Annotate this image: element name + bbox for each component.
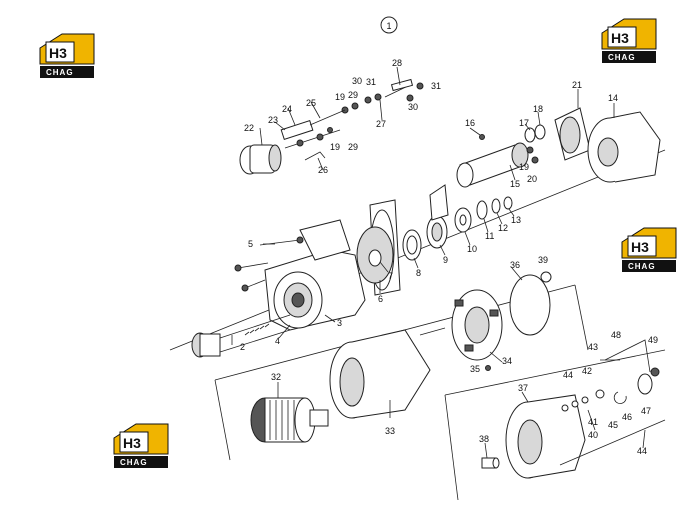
callout-28: 28 <box>392 58 402 68</box>
part-8-ring <box>402 229 422 261</box>
callout-16: 16 <box>465 118 475 128</box>
callout-10: 10 <box>467 244 477 254</box>
callout-44b: 44 <box>637 446 647 456</box>
callout-30b: 30 <box>408 102 418 112</box>
callout-36: 36 <box>510 260 520 270</box>
callout-18: 18 <box>533 104 543 114</box>
callout-21: 21 <box>572 80 582 90</box>
callout-44a: 44 <box>563 370 573 380</box>
callout-23: 23 <box>268 115 278 125</box>
brand-logo-bottom-left: H3 CHAG <box>112 422 170 470</box>
callout-22: 22 <box>244 123 254 133</box>
part-3-housing <box>264 219 366 331</box>
part-21-bracket <box>554 107 591 161</box>
part-14-end-cap <box>587 111 661 183</box>
brand-logo-top-right: H3 CHAG <box>600 17 658 65</box>
part-33-stator <box>329 329 431 419</box>
part-32-armature <box>250 397 329 443</box>
callout-38: 38 <box>479 434 489 444</box>
callout-29a: 29 <box>348 90 358 100</box>
callout-19c: 19 <box>330 142 340 152</box>
callout-26: 26 <box>318 165 328 175</box>
callout-40: 40 <box>588 430 598 440</box>
svg-text:CHAG: CHAG <box>628 262 656 271</box>
callout-39: 39 <box>538 255 548 265</box>
svg-text:H3: H3 <box>49 45 67 61</box>
callout-30a: 30 <box>352 76 362 86</box>
callout-43: 43 <box>588 342 598 352</box>
callout-47: 47 <box>641 406 651 416</box>
callout-2: 2 <box>240 342 245 352</box>
callout-48: 48 <box>611 330 621 340</box>
part-23-25-terminals <box>280 102 359 161</box>
callout-27: 27 <box>376 119 386 129</box>
callout-19b: 19 <box>519 162 529 172</box>
brand-logo-mid-right: H3 CHAG <box>620 226 678 274</box>
callout-3: 3 <box>337 318 342 328</box>
callout-31b: 31 <box>431 81 441 91</box>
figure-number: 1 <box>386 21 391 31</box>
callout-14: 14 <box>608 93 618 103</box>
leader-lines <box>231 66 646 459</box>
callout-45: 45 <box>608 420 618 430</box>
callout-4: 4 <box>275 336 280 346</box>
callout-29b: 29 <box>348 142 358 152</box>
part-10-washer <box>454 207 472 233</box>
part-2-pinion <box>191 314 291 358</box>
callout-49: 49 <box>648 335 658 345</box>
callout-37: 37 <box>518 383 528 393</box>
svg-text:H3: H3 <box>123 435 141 451</box>
callout-9: 9 <box>443 255 448 265</box>
callout-41: 41 <box>588 417 598 427</box>
svg-text:CHAG: CHAG <box>46 68 74 77</box>
callout-19a: 19 <box>335 92 345 102</box>
callout-6: 6 <box>378 294 383 304</box>
callout-25: 25 <box>306 98 316 108</box>
part-36-seal-ring <box>509 274 551 336</box>
callout-35: 35 <box>470 364 480 374</box>
callout-7: 7 <box>388 271 393 281</box>
part-15-solenoid <box>456 142 529 188</box>
callout-8: 8 <box>416 268 421 278</box>
part-35-screw <box>485 365 491 371</box>
callout-33: 33 <box>385 426 395 436</box>
svg-text:CHAG: CHAG <box>120 458 148 467</box>
callout-15: 15 <box>510 179 520 189</box>
part-22-cap <box>239 144 282 175</box>
svg-text:CHAG: CHAG <box>608 53 636 62</box>
part-27-31-bolts <box>364 78 424 104</box>
figure-number-circle <box>380 16 398 34</box>
callout-labels: 2 3 4 5 6 7 8 9 10 11 12 13 14 15 16 17 … <box>240 58 658 456</box>
brand-logo-top-left: H3 CHAG <box>38 32 96 80</box>
callout-13: 13 <box>511 215 521 225</box>
callout-5: 5 <box>248 239 253 249</box>
callout-17: 17 <box>519 118 529 128</box>
part-7-disc <box>356 226 394 284</box>
svg-text:H3: H3 <box>611 30 629 46</box>
callout-20: 20 <box>527 174 537 184</box>
svg-text:H3: H3 <box>631 239 649 255</box>
part-39-washer <box>540 271 552 283</box>
callout-24: 24 <box>282 104 292 114</box>
part-9-bearing <box>426 184 449 249</box>
callout-32: 32 <box>271 372 281 382</box>
part-38-bushing <box>481 457 500 469</box>
callout-12: 12 <box>498 223 508 233</box>
part-5-bolts <box>234 236 304 292</box>
callout-42: 42 <box>582 366 592 376</box>
part-40-49-hardware <box>559 339 666 466</box>
callout-34: 34 <box>502 356 512 366</box>
part-37-end-housing <box>505 394 586 479</box>
callout-46: 46 <box>622 412 632 422</box>
callout-11: 11 <box>485 231 494 241</box>
part-34-brush-plate <box>419 289 503 361</box>
part-11-13-rings <box>476 196 513 220</box>
callout-31a: 31 <box>366 77 376 87</box>
